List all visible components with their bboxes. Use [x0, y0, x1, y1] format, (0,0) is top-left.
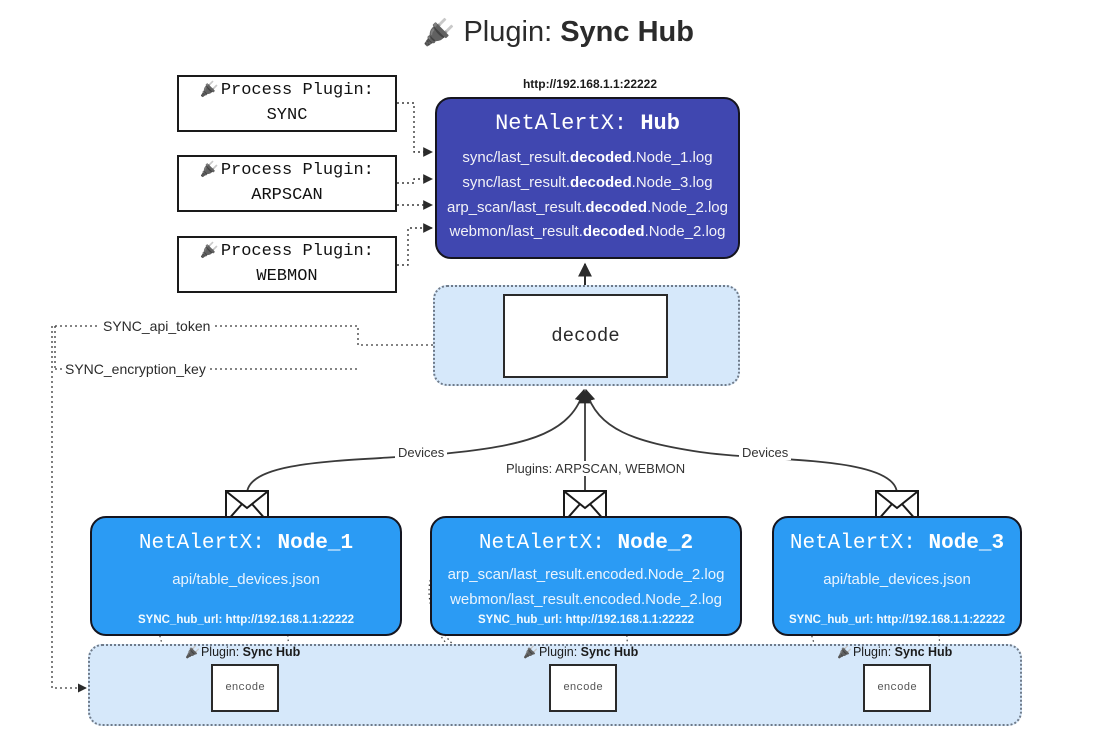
- node-app-label: NetAlertX:: [478, 532, 605, 555]
- hub-log-4: webmon/last_result.decoded.Node_2.log: [449, 223, 726, 240]
- node-3[interactable]: NetAlertX: Node_3 api/table_devices.json…: [772, 516, 1022, 636]
- hub-log-1: sync/last_result.decoded.Node_1.log: [462, 149, 713, 166]
- plug-icon: 🔌: [423, 17, 456, 47]
- node-log-line: api/table_devices.json: [172, 571, 320, 588]
- encode-box-2[interactable]: encode: [549, 664, 617, 712]
- node-app-label: NetAlertX:: [138, 532, 265, 555]
- node-app-label: NetAlertX:: [789, 532, 916, 555]
- process-plugin-label: Process Plugin:: [220, 241, 374, 261]
- hub-url-label: http://192.168.1.1:22222: [522, 77, 658, 91]
- plug-icon: 🔌: [523, 645, 538, 659]
- node-2[interactable]: NetAlertX: Node_2 arp_scan/last_result.e…: [430, 516, 742, 636]
- hub-log-2: sync/last_result.decoded.Node_3.log: [462, 174, 713, 191]
- encode-box-1[interactable]: encode: [211, 664, 279, 712]
- page-title-prefix: Plugin:: [463, 16, 553, 48]
- edge-label-devices-right: Devices: [739, 445, 792, 460]
- edge-label-plugins-center: Plugins: ARPSCAN, WEBMON: [503, 461, 689, 476]
- node-1[interactable]: NetAlertX: Node_1 api/table_devices.json…: [90, 516, 402, 636]
- process-plugin-webmon[interactable]: 🔌Process Plugin: WEBMON: [177, 236, 397, 293]
- node-name: Node_2: [617, 532, 694, 555]
- sync-api-token-label: SYNC_api_token: [100, 318, 214, 334]
- node-log-line: webmon/last_result.encoded.Node_2.log: [450, 591, 722, 608]
- plug-icon: 🔌: [200, 240, 219, 259]
- decode-box[interactable]: decode: [503, 294, 668, 378]
- node-name: Node_3: [928, 532, 1005, 555]
- process-plugin-sync[interactable]: 🔌Process Plugin: SYNC: [177, 75, 397, 132]
- plug-icon: 🔌: [837, 645, 852, 659]
- process-plugin-label: Process Plugin:: [220, 80, 374, 100]
- page-title: 🔌 Plugin: Sync Hub: [0, 16, 1117, 49]
- plug-icon: 🔌: [200, 159, 219, 178]
- page-title-name: Sync Hub: [560, 16, 694, 48]
- plug-icon: 🔌: [185, 645, 200, 659]
- node-hub-url-label: SYNC_hub_url: http://192.168.1.1:22222: [137, 614, 355, 626]
- edge-label-devices-left: Devices: [395, 445, 448, 460]
- node-hub-url-label: SYNC_hub_url: http://192.168.1.1:22222: [477, 614, 695, 626]
- process-plugin-label: Process Plugin:: [220, 160, 374, 180]
- hub-node[interactable]: NetAlertX: Hub sync/last_result.decoded.…: [435, 97, 740, 259]
- process-plugin-name: WEBMON: [256, 266, 318, 286]
- node-log-line: api/table_devices.json: [823, 571, 971, 588]
- process-plugin-arpscan[interactable]: 🔌Process Plugin: ARPSCAN: [177, 155, 397, 212]
- node-name: Node_1: [277, 532, 354, 555]
- process-plugin-name: SYNC: [266, 105, 308, 125]
- hub-log-3: arp_scan/last_result.decoded.Node_2.log: [447, 199, 728, 216]
- hub-name: Hub: [640, 111, 680, 136]
- encode-box-3[interactable]: encode: [863, 664, 931, 712]
- plugin-tag-1: 🔌Plugin: Sync Hub: [185, 645, 301, 659]
- sync-encryption-key-label: SYNC_encryption_key: [62, 361, 209, 377]
- process-plugin-name: ARPSCAN: [251, 185, 323, 205]
- plug-icon: 🔌: [200, 79, 219, 98]
- plugin-tag-3: 🔌Plugin: Sync Hub: [837, 645, 953, 659]
- node-hub-url-label: SYNC_hub_url: http://192.168.1.1:22222: [788, 614, 1006, 626]
- plugin-tag-2: 🔌Plugin: Sync Hub: [523, 645, 639, 659]
- node-log-line: arp_scan/last_result.encoded.Node_2.log: [447, 566, 725, 583]
- hub-app-label: NetAlertX:: [495, 111, 628, 136]
